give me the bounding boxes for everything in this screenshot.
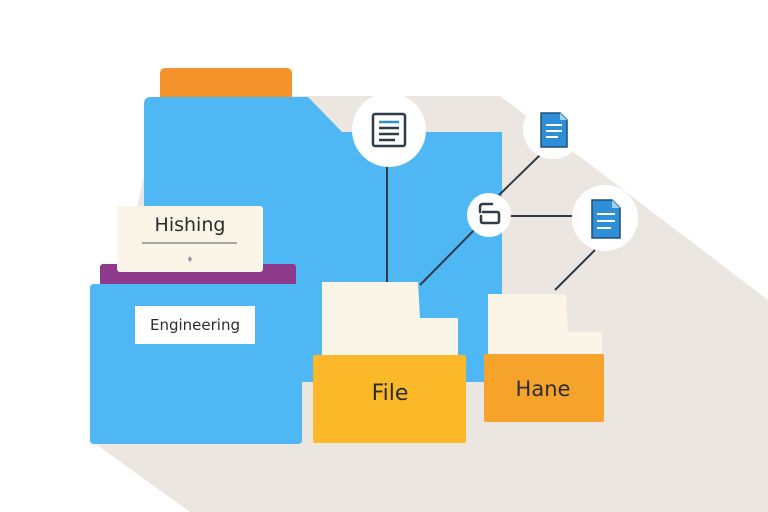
connector-line (495, 154, 541, 199)
link-icon (478, 202, 501, 225)
document-icon (371, 112, 407, 148)
document-node-top[interactable] (352, 93, 426, 167)
card-mark: ♦ (186, 255, 193, 264)
document-node-right[interactable] (572, 185, 638, 251)
svg-text:Engineering: Engineering (150, 316, 240, 334)
hishing-card-title: Hishing (155, 214, 226, 236)
hishing-card[interactable]: Hishing ♦ (117, 206, 263, 272)
hub-node[interactable] (467, 193, 511, 237)
engineering-label: Engineering (135, 306, 255, 344)
document-node-right-top[interactable] (523, 99, 583, 159)
file-folder-card (322, 282, 458, 365)
file-folder-label: File (372, 381, 409, 406)
connector-line (554, 249, 596, 291)
hane-folder-card (488, 294, 602, 362)
hane-folder[interactable]: Hane (484, 294, 604, 422)
document-icon (540, 112, 568, 148)
document-icon (591, 199, 621, 239)
orange-folder-tab (160, 68, 292, 102)
hane-folder-label: Hane (516, 377, 571, 401)
file-folder[interactable]: File (313, 282, 466, 443)
